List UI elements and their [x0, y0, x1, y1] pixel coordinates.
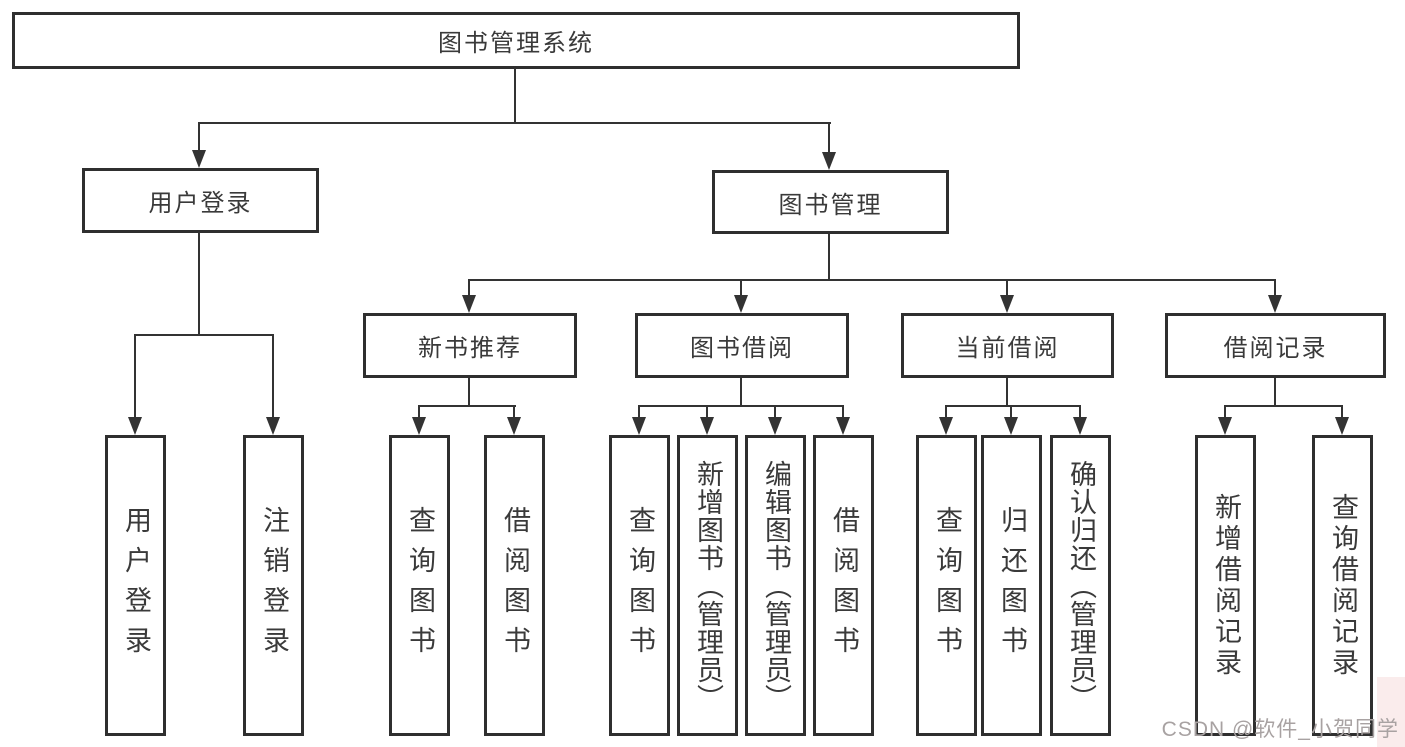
connector-current-borrow-stem [1006, 378, 1008, 407]
arrowhead-search-borrow-record [1335, 417, 1349, 435]
arrowhead-search-books-new [412, 417, 426, 435]
leaf-search-borrow-record-label: 查询借阅记录 [1328, 492, 1358, 679]
connector-book-borrow-stem [740, 378, 742, 407]
connector-book-management-rail [468, 279, 1276, 281]
arrowhead-add-borrow-record [1218, 417, 1232, 435]
arrowhead-user-login [192, 150, 206, 168]
connector-drop-leaf-logout [272, 334, 274, 418]
arrowhead-borrow-books-new [507, 417, 521, 435]
leaf-confirm-return-admin: 确认归还（管理员） [1050, 435, 1111, 736]
arrowhead-leaf-user-login [128, 417, 142, 435]
node-root-label: 图书管理系统 [438, 30, 594, 57]
arrowhead-new-book-recommend [462, 295, 476, 313]
leaf-edit-books-admin: 编辑图书（管理员） [745, 435, 806, 736]
leaf-user-login: 用户登录 [105, 435, 166, 736]
connector-drop-borrow-records [1274, 279, 1276, 297]
leaf-search-borrow-record: 查询借阅记录 [1312, 435, 1373, 736]
connector-borrow-records-rail [1224, 405, 1343, 407]
leaf-add-borrow-record-label: 新增借阅记录 [1211, 492, 1241, 679]
node-borrow-records: 借阅记录 [1165, 313, 1386, 378]
connector-drop-user-login [198, 122, 200, 152]
connector-drop-book-borrow [740, 279, 742, 297]
connector-drop-return-books [1010, 405, 1012, 419]
connector-new-book-stem [468, 378, 470, 407]
connector-root-rail [198, 122, 831, 124]
arrowhead-confirm-return [1073, 417, 1087, 435]
connector-current-borrow-rail [945, 405, 1081, 407]
arrowhead-return-books [1004, 417, 1018, 435]
connector-drop-leaf-user-login [134, 334, 136, 418]
leaf-add-books-admin: 新增图书（管理员） [677, 435, 738, 736]
connector-drop-edit-books-admin [774, 405, 776, 419]
watermark-text: CSDN @软件_小贺同学 [1161, 718, 1399, 741]
connector-drop-search-books-borrow [638, 405, 640, 419]
leaf-borrow-books: 借阅图书 [813, 435, 874, 736]
connector-user-login-rail [134, 334, 274, 336]
connector-drop-confirm-return [1079, 405, 1081, 419]
node-current-borrow: 当前借阅 [901, 313, 1114, 378]
node-user-login-label: 用户登录 [148, 190, 253, 217]
arrowhead-borrow-records [1268, 295, 1282, 313]
arrowhead-search-books-borrow [632, 417, 646, 435]
leaf-confirm-return-admin-label: 确认归还（管理员） [1066, 459, 1096, 712]
connector-drop-new-book-recommend [468, 279, 470, 297]
arrowhead-edit-books-admin [768, 417, 782, 435]
node-new-book-recommend-label: 新书推荐 [418, 335, 522, 362]
connector-book-borrow-rail [638, 405, 844, 407]
leaf-user-login-label: 用户登录 [121, 505, 151, 666]
watermark-corner-tint [1377, 677, 1405, 747]
arrowhead-book-management [822, 152, 836, 170]
connector-drop-borrow-books [842, 405, 844, 419]
leaf-search-books-new-label: 查询图书 [405, 505, 435, 666]
connector-user-login-stem [198, 232, 200, 336]
node-book-management-label: 图书管理 [778, 191, 883, 219]
node-user-login: 用户登录 [82, 168, 319, 233]
connector-drop-search-books-new [418, 405, 420, 419]
leaf-borrow-books-new-label: 借阅图书 [500, 505, 530, 666]
node-new-book-recommend: 新书推荐 [363, 313, 577, 378]
arrowhead-borrow-books [836, 417, 850, 435]
leaf-borrow-books-new: 借阅图书 [484, 435, 545, 736]
leaf-search-books-current-label: 查询图书 [932, 505, 962, 666]
connector-new-book-rail [418, 405, 516, 407]
arrowhead-search-books-current [939, 417, 953, 435]
connector-drop-search-borrow-record [1341, 405, 1343, 419]
leaf-edit-books-admin-label: 编辑图书（管理员） [761, 459, 791, 712]
connector-root-stem [514, 68, 516, 124]
leaf-add-borrow-record: 新增借阅记录 [1195, 435, 1256, 736]
leaf-search-books-borrow: 查询图书 [609, 435, 670, 736]
connector-drop-search-books-current [945, 405, 947, 419]
node-book-management: 图书管理 [712, 170, 949, 234]
node-current-borrow-label: 当前借阅 [955, 335, 1060, 362]
arrowhead-leaf-logout [266, 417, 280, 435]
connector-book-management-stem [828, 234, 830, 281]
leaf-borrow-books-label: 借阅图书 [829, 505, 859, 666]
connector-drop-add-books-admin [706, 405, 708, 419]
arrowhead-current-borrow [1000, 295, 1014, 313]
arrowhead-book-borrow [734, 295, 748, 313]
node-borrow-records-label: 借阅记录 [1223, 335, 1328, 362]
arrowhead-add-books-admin [700, 417, 714, 435]
connector-drop-borrow-books-new [513, 405, 515, 419]
leaf-add-books-admin-label: 新增图书（管理员） [693, 459, 723, 712]
connector-drop-book-management [828, 122, 830, 154]
leaf-search-books-borrow-label: 查询图书 [625, 505, 655, 666]
node-root: 图书管理系统 [12, 12, 1020, 69]
node-book-borrow-label: 图书借阅 [690, 335, 794, 362]
connector-drop-current-borrow [1006, 279, 1008, 297]
leaf-logout-label: 注销登录 [259, 505, 289, 666]
leaf-return-books: 归还图书 [981, 435, 1042, 736]
leaf-logout: 注销登录 [243, 435, 304, 736]
leaf-return-books-label: 归还图书 [997, 505, 1027, 666]
connector-drop-add-borrow-record [1224, 405, 1226, 419]
leaf-search-books-new: 查询图书 [389, 435, 450, 736]
connector-borrow-records-stem [1274, 378, 1276, 407]
node-book-borrow: 图书借阅 [635, 313, 849, 378]
leaf-search-books-current: 查询图书 [916, 435, 977, 736]
